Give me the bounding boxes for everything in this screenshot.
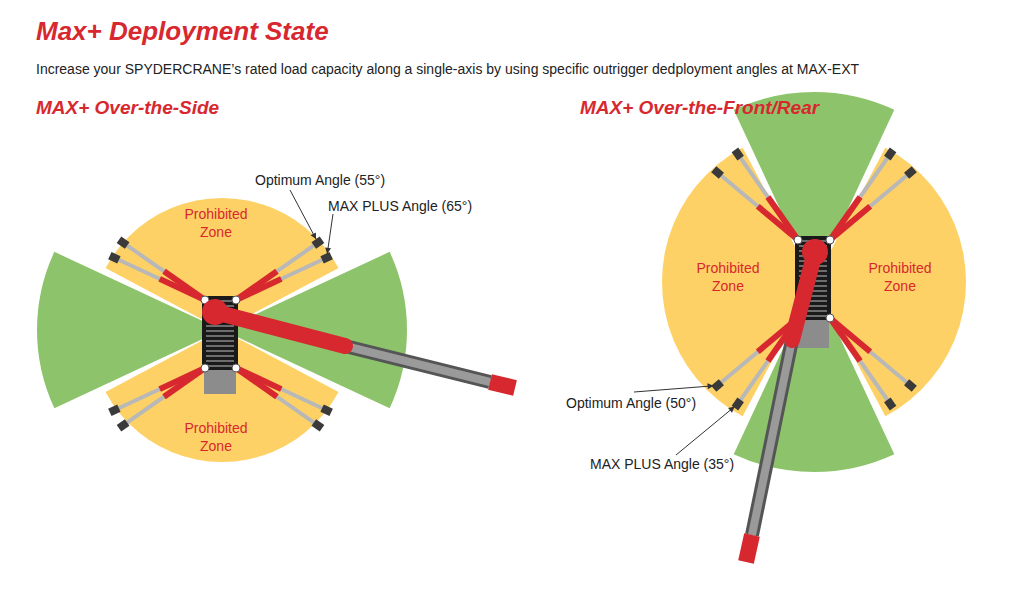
boom-base xyxy=(215,312,345,346)
subtitle: Increase your SPYDERCRANE’s rated load c… xyxy=(36,61,859,79)
pivot-pin xyxy=(232,296,240,304)
angle-callout: MAX PLUS Angle (35°) xyxy=(590,456,734,474)
outrigger-cylinder xyxy=(768,197,798,240)
outrigger-pad xyxy=(117,236,130,248)
outrigger-beam xyxy=(123,243,205,300)
allowed-zone xyxy=(734,282,895,472)
outrigger-pad xyxy=(108,405,120,416)
boom-base xyxy=(792,252,815,340)
leader-line xyxy=(634,386,714,392)
allowed-zone xyxy=(734,92,895,282)
pivot-pin xyxy=(826,314,834,322)
track-stripe xyxy=(206,335,234,337)
pivot-pin xyxy=(232,364,240,372)
outrigger-beam xyxy=(236,368,327,410)
outrigger-pad xyxy=(312,236,325,248)
outrigger-cylinder xyxy=(830,197,860,240)
pivot-pin xyxy=(794,236,802,244)
outrigger-pad xyxy=(320,252,332,263)
outrigger-pad xyxy=(108,252,120,263)
boom-outer xyxy=(752,340,792,535)
chassis xyxy=(202,296,238,370)
leader-line xyxy=(676,407,735,455)
leader-arrowhead xyxy=(324,247,331,254)
zone-gap xyxy=(22,236,222,424)
outrigger-pad xyxy=(884,148,896,161)
outrigger-cylinder xyxy=(160,368,205,389)
boom-outer xyxy=(345,346,490,382)
outrigger-pad xyxy=(320,405,332,416)
track-stripe xyxy=(206,365,234,367)
outrigger-beam xyxy=(236,243,318,300)
zone-label: Prohibited Zone xyxy=(860,260,940,295)
boom-highlight xyxy=(752,340,792,535)
section-heading: MAX+ Over-the-Front/Rear xyxy=(580,96,819,120)
track-stripe xyxy=(206,340,234,342)
angle-callout: Optimum Angle (50°) xyxy=(566,395,696,413)
outrigger-pad xyxy=(312,419,325,431)
boom-tip xyxy=(746,535,752,562)
outrigger-beam xyxy=(114,368,205,410)
outrigger-beam xyxy=(236,258,327,300)
zone-label: Prohibited Zone xyxy=(176,206,256,241)
outrigger-cylinder xyxy=(236,279,281,300)
boom-tip xyxy=(490,382,515,388)
track-stripe xyxy=(206,345,234,347)
outrigger-beam xyxy=(830,318,890,404)
leader-line xyxy=(290,190,316,239)
outrigger-beam xyxy=(114,258,205,300)
track-stripe xyxy=(206,330,234,332)
leader-line xyxy=(327,214,333,254)
outrigger-beam xyxy=(830,154,890,240)
outrigger-beam xyxy=(123,368,205,425)
angle-callout: Optimum Angle (55°) xyxy=(255,172,385,190)
outrigger-pad xyxy=(904,166,917,179)
outrigger-pad xyxy=(117,419,130,431)
outrigger-cylinder xyxy=(830,318,860,361)
outrigger-pad xyxy=(711,166,724,179)
leader-arrowhead xyxy=(707,383,713,389)
zone-label: Prohibited Zone xyxy=(176,420,256,455)
section-heading: MAX+ Over-the-Side xyxy=(36,96,219,120)
counterweight xyxy=(204,370,236,394)
outrigger-cylinder xyxy=(160,279,205,300)
outrigger-beam xyxy=(738,154,798,240)
boom-highlight xyxy=(345,346,490,382)
outrigger-pad xyxy=(884,398,896,411)
outrigger-beam xyxy=(236,368,318,425)
zone-label: Prohibited Zone xyxy=(688,260,768,295)
zone-gap xyxy=(222,236,422,424)
track-stripe xyxy=(206,325,234,327)
page-title: Max+ Deployment State xyxy=(36,16,329,47)
track-stripe xyxy=(206,350,234,352)
allowed-zone xyxy=(37,252,222,408)
outrigger-cylinder xyxy=(236,368,281,389)
pivot-pin xyxy=(826,236,834,244)
turret xyxy=(802,239,828,265)
track-stripe xyxy=(206,355,234,357)
track-stripe xyxy=(206,360,234,362)
outrigger-pad xyxy=(732,148,744,161)
angle-callout: MAX PLUS Angle (65°) xyxy=(328,198,472,216)
leader-arrowhead xyxy=(728,404,736,412)
leader-arrowhead xyxy=(311,232,319,240)
pivot-pin xyxy=(201,364,209,372)
outrigger-pad xyxy=(904,379,917,392)
turret xyxy=(202,299,228,325)
